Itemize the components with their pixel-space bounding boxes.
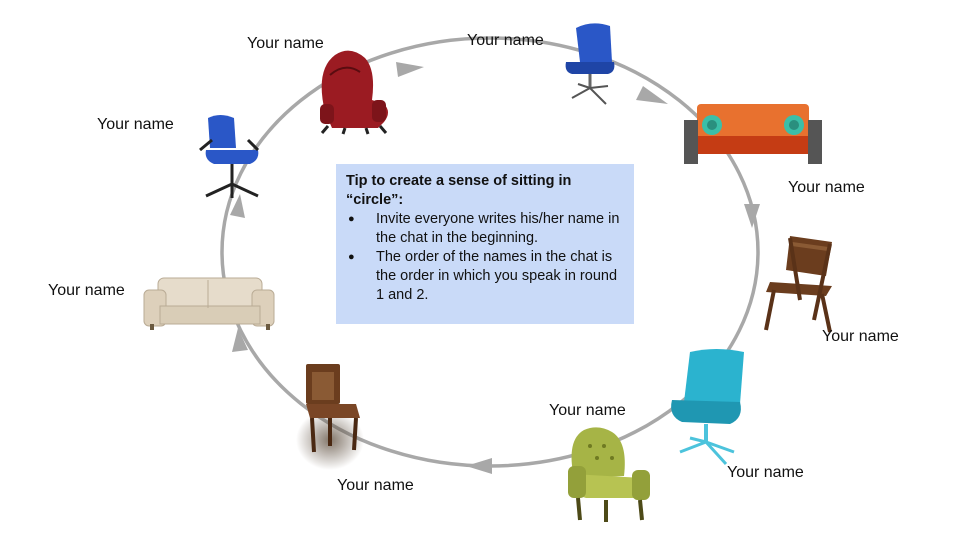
tip-box: Tip to create a sense of sitting in “cir… xyxy=(336,164,634,324)
folding-wooden-chair-icon xyxy=(764,236,832,333)
red-armchair-icon xyxy=(320,50,388,135)
wooden-dining-chair-icon xyxy=(296,364,364,470)
beige-sofa-icon xyxy=(143,277,275,330)
tip-title: Tip to create a sense of sitting in “cir… xyxy=(346,173,572,208)
name-label-wooden-chair: Your name xyxy=(337,477,414,494)
tip-list: Invite everyone writes his/her name in t… xyxy=(346,210,624,305)
arrow-head-top-right xyxy=(636,86,668,104)
name-label-green-armchair: Your name xyxy=(549,402,626,419)
blue-office-chair-icon xyxy=(565,23,615,105)
name-label-blue-chair-left: Your name xyxy=(97,116,174,133)
arrow-head-right xyxy=(744,204,760,228)
name-label-blue-chair-top: Your name xyxy=(467,32,544,49)
blue-office-chair-left-icon xyxy=(199,115,260,198)
arrow-head-left xyxy=(232,328,248,352)
name-label-beige-sofa: Your name xyxy=(48,282,125,299)
arrow-head-top xyxy=(396,62,424,77)
green-armchair-icon xyxy=(568,427,650,522)
name-label-orange-sofa: Your name xyxy=(788,179,865,196)
tip-item: Invite everyone writes his/her name in t… xyxy=(346,210,624,248)
teal-swivel-chair-icon xyxy=(671,349,744,466)
orange-sofa-icon xyxy=(684,104,822,164)
name-label-teal-chair: Your name xyxy=(727,464,804,481)
tip-item: The order of the names in the chat is th… xyxy=(346,248,624,305)
arrow-head-bottom xyxy=(466,458,492,474)
name-label-red-armchair: Your name xyxy=(247,35,324,52)
name-label-folding-chair: Your name xyxy=(822,328,899,345)
arrow-head-upper-left xyxy=(230,194,245,218)
